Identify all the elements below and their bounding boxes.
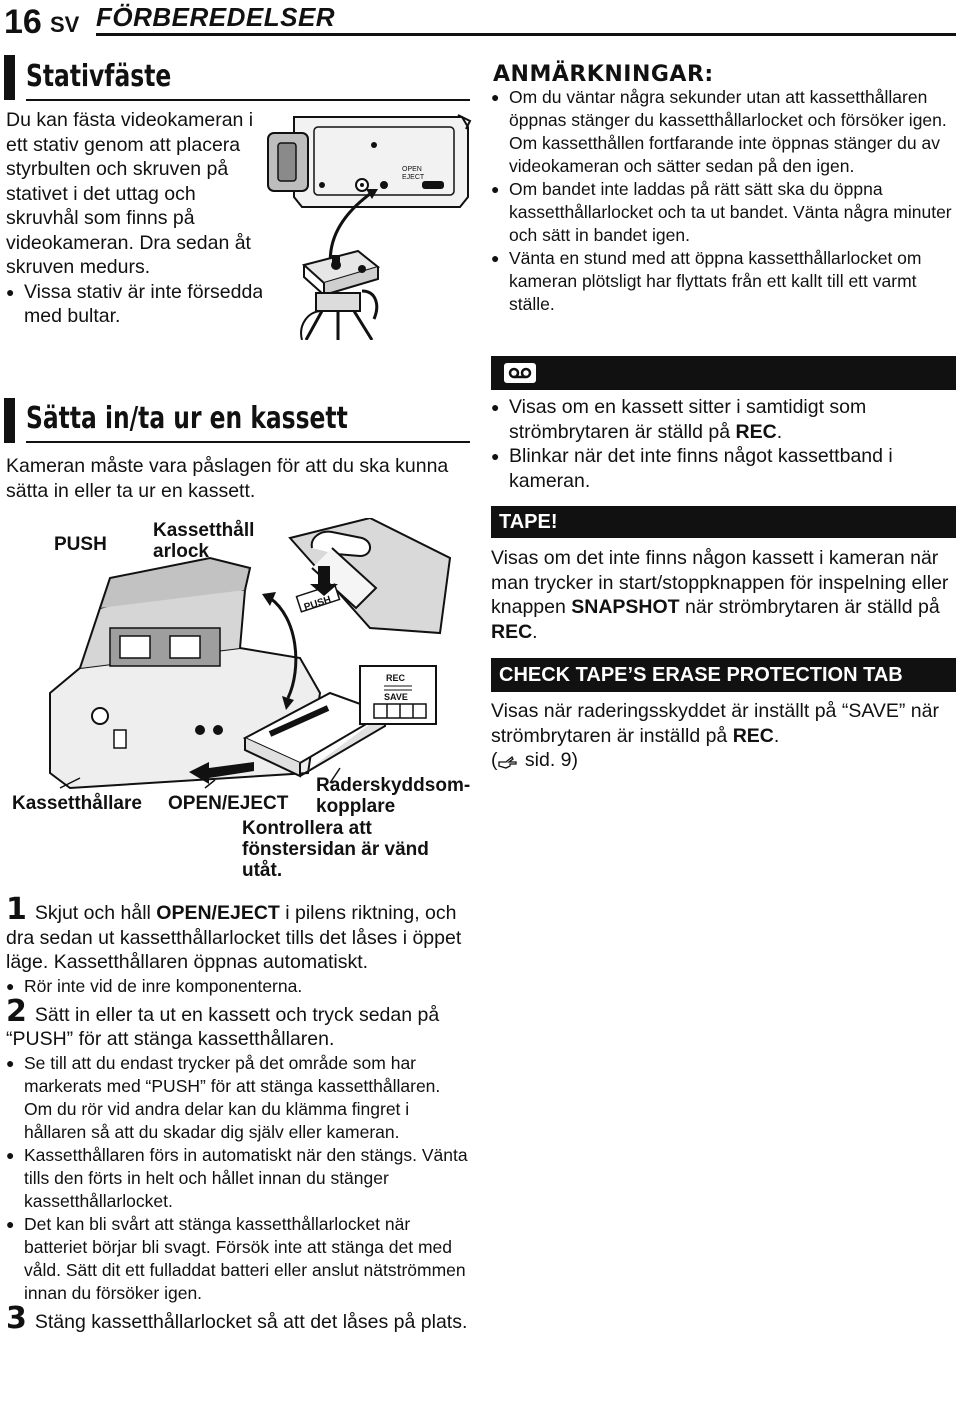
step-2-bullets: Se till att du endast trycker på det omr… <box>6 1052 470 1305</box>
step-bullet: Det kan bli svårt att stänga kassetthåll… <box>6 1213 470 1305</box>
step-text: Skjut och håll <box>34 902 157 924</box>
tape-text-bold: SNAPSHOT <box>571 596 680 618</box>
indicator-bullet-text: Visas om en kassett sitter i samtidigt s… <box>509 396 867 443</box>
tripod-mount-illustration: OPEN EJECT <box>262 105 472 340</box>
step-bullet: Rör inte vid de inre komponenterna. <box>6 975 470 998</box>
cassette-indicator-bar <box>491 356 956 390</box>
tape-text: Visas om det inte finns någon kassett i … <box>491 547 949 618</box>
save-switch-label: SAVE <box>384 692 408 702</box>
stativ-body-text: Du kan fästa videokameran i ett stativ g… <box>6 109 254 278</box>
step-text: Sätt in eller ta ut en kassett och tryck… <box>6 1003 440 1051</box>
step-bullet: Kassetthållaren förs in automatiskt när … <box>6 1144 470 1213</box>
open-eject-label: OPEN/EJECT <box>168 793 289 814</box>
section-rule <box>26 441 470 443</box>
section-rule <box>26 99 470 101</box>
tape-warning-text: Visas om det inte finns någon kassett i … <box>491 546 953 644</box>
indicator-bullet-end: . <box>776 420 783 443</box>
step-text-bold: OPEN/EJECT <box>156 902 280 924</box>
check-tape-bold: REC <box>732 724 774 747</box>
push-label: PUSH <box>54 534 107 555</box>
stativ-bullets: Vissa stativ är inte försedda med bultar… <box>6 280 264 329</box>
check-tape-bar: CHECK TAPE’S ERASE PROTECTION TAB <box>491 658 956 692</box>
cassette-lid-label: Kassetthåll arlock <box>153 520 255 562</box>
notes-bullets: Om du väntar några sekunder utan att kas… <box>491 86 953 316</box>
section-marker <box>4 55 15 100</box>
header-rule <box>96 33 956 36</box>
eject-small-label: EJECT <box>402 174 425 181</box>
cassette-holder-label: Kassetthållare <box>12 793 142 814</box>
erase-protection-label: Raderskyddsom- kopplare <box>316 775 476 817</box>
tape-text-cont: när strömbrytaren är ställd på <box>679 596 940 618</box>
note-bullet: Om du väntar några sekunder utan att kas… <box>491 86 953 178</box>
note-bullet: Om bandet inte laddas på rätt sätt ska d… <box>491 178 953 247</box>
step-number: 2 <box>6 993 27 1029</box>
step-number: 3 <box>6 1300 27 1336</box>
section-title-stativ: Stativfäste <box>26 59 172 94</box>
section-title-kassett: Sätta in/ta ur en kassett <box>26 401 348 436</box>
check-tape-text-a: Visas när raderingsskyddet är inställt p… <box>491 700 939 747</box>
page-section-title: FÖRBEREDELSER <box>96 2 336 32</box>
step-1-bullets: Rör inte vid de inre komponenterna. <box>6 975 470 998</box>
kassett-intro: Kameran måste vara påslagen för att du s… <box>6 455 449 502</box>
step-1: 1 Skjut och håll OPEN/EJECT i pilens rikt… <box>6 895 470 975</box>
page-ref-text: sid. 9) <box>519 749 579 771</box>
note-bullet: Vänta en stund med att öppna kassetthåll… <box>491 247 953 316</box>
tape-text-end: . <box>532 620 538 643</box>
steps-list: 1 Skjut och håll OPEN/EJECT i pilens rikt… <box>6 895 470 1335</box>
step-3: 3 Stäng kassetthållarlocket så att det lå… <box>6 1303 470 1335</box>
cassette-icon <box>503 361 537 395</box>
step-number: 1 <box>6 892 27 927</box>
stativ-bullet: Vissa stativ är inte försedda med bultar… <box>6 280 264 329</box>
section-marker <box>4 398 15 443</box>
open-small-label: OPEN <box>402 166 422 173</box>
indicator-bullet: Blinkar när det inte finns något kassett… <box>491 444 953 493</box>
cassette-indicator-bullets: Visas om en kassett sitter i samtidigt s… <box>491 395 953 493</box>
stativ-body: Du kan fästa videokameran i ett stativ g… <box>6 108 264 329</box>
check-tape-text-b: . <box>773 724 780 747</box>
pointing-hand-icon <box>497 751 520 776</box>
rec-switch-label: REC <box>386 673 406 683</box>
indicator-bullet: Visas om en kassett sitter i samtidigt s… <box>491 395 953 444</box>
page-language: SV <box>50 12 80 37</box>
step-text: Stäng kassetthållarlocket så att det lås… <box>34 1310 468 1333</box>
erase-protection-label-text: Raderskyddsom- kopplare <box>316 775 471 817</box>
indicator-bullet-bold: REC <box>735 420 777 443</box>
page-number: 16 <box>4 3 42 41</box>
tape-warning-bar: TAPE! <box>491 506 956 538</box>
cassette-insertion-illustration: PUSH REC SAVE <box>40 518 465 803</box>
page-ref-open: ( <box>491 749 498 771</box>
tape-text-bold: REC <box>491 620 533 643</box>
window-side-label: Kontrollera att fönstersidan är vänd utå… <box>242 818 429 881</box>
step-text-cont: i pilens riktning, och dra sedan ut kass… <box>6 902 462 973</box>
check-tape-text: Visas när raderingsskyddet är inställt p… <box>491 699 953 773</box>
step-bullet: Se till att du endast trycker på det omr… <box>6 1052 470 1144</box>
notes-heading: ANMÄRKNINGAR: <box>493 62 714 87</box>
